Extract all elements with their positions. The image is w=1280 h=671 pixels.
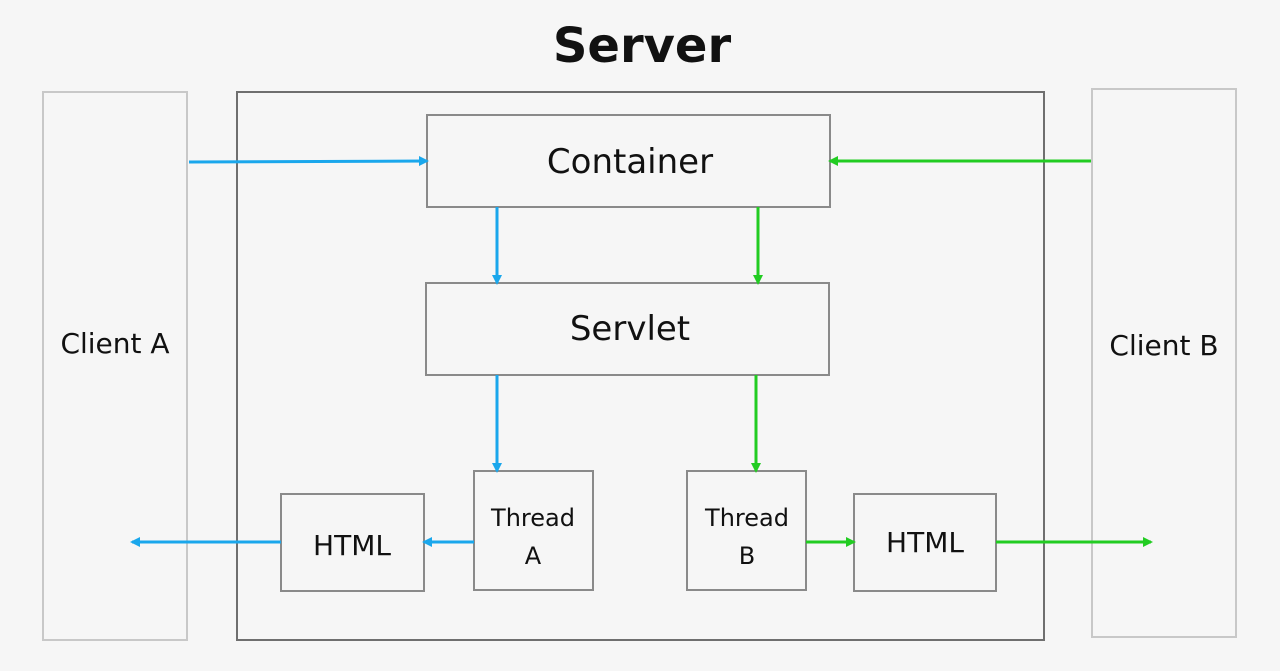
servlet-label: Servlet	[570, 309, 690, 349]
html-b-label: HTML	[886, 526, 964, 559]
thread-b-label-line1: Thread	[704, 504, 789, 532]
thread-b-box	[686, 470, 807, 591]
client-a-box	[42, 91, 188, 641]
html-a-label: HTML	[313, 529, 391, 562]
client-a-label: Client A	[60, 327, 169, 360]
client-b-box	[1091, 88, 1237, 638]
thread-a-label-line1: Thread	[490, 504, 575, 532]
server-frame	[236, 91, 1045, 641]
servlet-box	[425, 282, 830, 376]
arrow-client-a-to-container	[188, 156, 429, 167]
diagram-title: Server	[553, 18, 732, 74]
thread-a-box	[473, 470, 594, 591]
container-label: Container	[547, 142, 713, 182]
thread-b-label-line2: B	[739, 542, 755, 570]
thread-a-label-line2: A	[525, 542, 542, 570]
client-b-label: Client B	[1109, 329, 1218, 362]
